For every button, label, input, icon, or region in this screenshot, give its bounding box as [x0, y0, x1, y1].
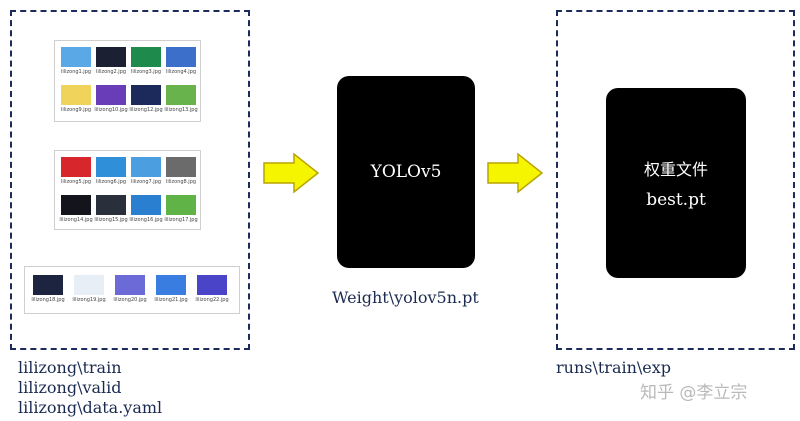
image-thumbnail	[61, 47, 91, 67]
image-filename: lilizong12.jpg	[129, 107, 163, 113]
image-thumbnail	[131, 195, 161, 215]
image-thumbnail	[131, 85, 161, 105]
image-filename: lilizong21.jpg	[154, 297, 188, 303]
input-dataset-box	[10, 10, 250, 350]
image-thumbnail	[96, 195, 126, 215]
image-filename: lilizong14.jpg	[59, 217, 93, 223]
image-filename: lilizong20.jpg	[113, 297, 147, 303]
image-thumbnail	[166, 85, 196, 105]
image-filename: lilizong1.jpg	[60, 69, 92, 75]
image-thumbnail	[131, 47, 161, 67]
output-box	[556, 10, 795, 350]
image-thumbnail	[197, 275, 227, 295]
image-filename: lilizong16.jpg	[129, 217, 163, 223]
image-filename: lilizong13.jpg	[164, 107, 198, 113]
image-thumbnail	[61, 85, 91, 105]
weights-file-box: 权重文件 best.pt	[606, 88, 746, 278]
arrow-right-icon	[263, 152, 320, 194]
image-thumbnail	[166, 195, 196, 215]
image-filename: lilizong2.jpg	[95, 69, 127, 75]
image-thumbnail	[61, 195, 91, 215]
image-thumbnail	[115, 275, 145, 295]
image-thumbnail	[96, 157, 126, 177]
image-filename: lilizong7.jpg	[130, 179, 162, 185]
weights-label-cn: 权重文件	[643, 160, 708, 179]
image-filename: lilizong18.jpg	[31, 297, 65, 303]
image-thumbnail	[33, 275, 63, 295]
input-caption-yaml: lilizong\data.yaml	[18, 398, 163, 417]
image-filename: lilizong15.jpg	[94, 217, 128, 223]
input-caption-train: lilizong\train	[18, 358, 122, 377]
image-thumbnail	[131, 157, 161, 177]
image-thumbnail	[156, 275, 186, 295]
image-thumbnail	[61, 157, 91, 177]
image-thumbnail	[96, 85, 126, 105]
image-filename: lilizong17.jpg	[164, 217, 198, 223]
arrow-right-icon	[487, 152, 544, 194]
model-label: YOLOv5	[370, 162, 442, 182]
image-panel-3: lilizong18.jpg lilizong19.jpg lilizong20.j…	[24, 266, 240, 314]
input-caption-valid: lilizong\valid	[18, 378, 122, 397]
image-thumbnail	[74, 275, 104, 295]
image-filename: lilizong4.jpg	[165, 69, 197, 75]
image-filename: lilizong22.jpg	[195, 297, 229, 303]
weight-caption: Weight\yolov5n.pt	[332, 288, 479, 307]
image-thumbnail	[96, 47, 126, 67]
yolov5-model-box: YOLOv5	[337, 76, 475, 268]
image-filename: lilizong6.jpg	[95, 179, 127, 185]
output-caption: runs\train\exp	[556, 358, 672, 377]
image-filename: lilizong19.jpg	[72, 297, 106, 303]
image-filename: lilizong10.jpg	[94, 107, 128, 113]
image-filename: lilizong3.jpg	[130, 69, 162, 75]
image-filename: lilizong8.jpg	[165, 179, 197, 185]
image-filename: lilizong9.jpg	[60, 107, 92, 113]
image-thumbnail	[166, 47, 196, 67]
image-thumbnail	[166, 157, 196, 177]
image-filename: lilizong5.jpg	[60, 179, 92, 185]
weights-label-file: best.pt	[646, 190, 706, 210]
watermark: 知乎 @李立宗	[640, 383, 748, 403]
